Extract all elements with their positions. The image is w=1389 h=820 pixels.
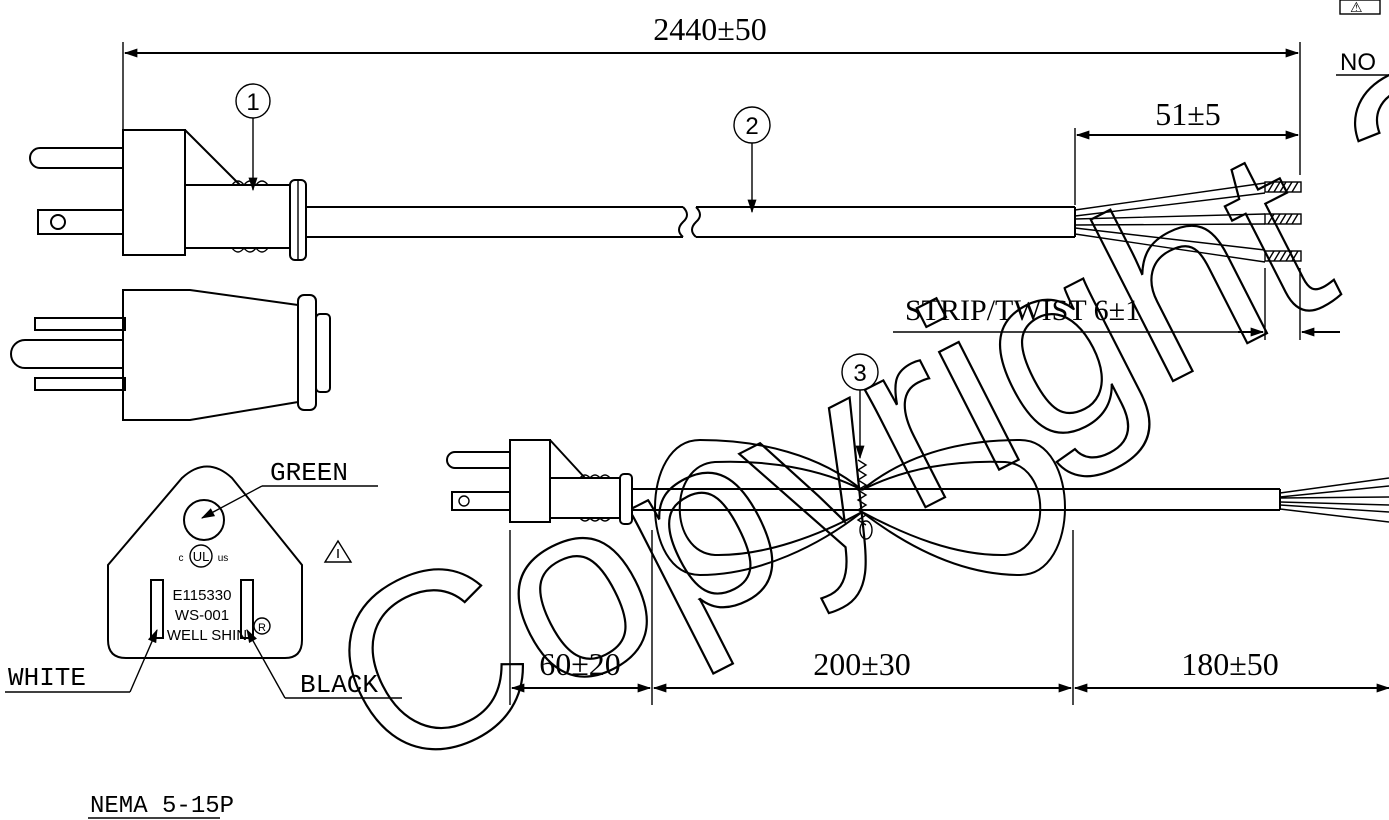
- watermark: Copyright 2014 - Quail E: [286, 0, 1389, 820]
- stripped-conductors: [1264, 181, 1302, 262]
- coil-dimensions: 60±20 200±30 180±50: [509, 530, 1389, 705]
- strip-twist-label: STRIP/TWIST 6±1: [905, 294, 1140, 327]
- ul-mark: UL c us: [179, 544, 229, 568]
- plug-side-view: 1: [29, 83, 307, 261]
- white-label: WHITE: [8, 663, 86, 693]
- tail-length-label: 180±50: [1181, 646, 1279, 682]
- watermark-text: Copyright 2014 - Quail E: [287, 0, 1389, 820]
- svg-text:R: R: [258, 622, 266, 634]
- file-number: E115330: [173, 587, 232, 604]
- ul-text: UL: [193, 549, 210, 564]
- registered-mark: [253, 617, 271, 635]
- black-label: BLACK: [300, 670, 378, 700]
- svg-text:us: us: [218, 553, 229, 564]
- plug-top-view: [10, 289, 331, 421]
- ground-pin-hole: [183, 499, 225, 541]
- svg-text:c: c: [179, 553, 184, 564]
- note-box: [1339, 0, 1381, 15]
- cut-off-notes: ⚠ NO: [1336, 0, 1389, 76]
- overall-length-label: 2440±50: [653, 11, 767, 47]
- neutral-blade: [150, 579, 164, 639]
- model-number: WS-001: [175, 607, 229, 624]
- warning-icon: ⚠: [1350, 0, 1363, 15]
- cord-side-view: 2 51±5 STRIP/TWIST 6±1: [306, 96, 1340, 340]
- overall-length-dimension: 2440±50: [122, 11, 1301, 185]
- balloon-1-label: 1: [246, 89, 259, 116]
- balloon-2-label: 2: [745, 113, 758, 140]
- loop-length-label: 200±30: [813, 646, 911, 682]
- maker-name: WELL SHIN: [167, 627, 247, 644]
- green-label: GREEN: [270, 458, 348, 488]
- balloon-3-label: 3: [853, 360, 866, 387]
- coiled-view: 3: [446, 353, 1389, 577]
- note-text: NO: [1340, 49, 1376, 76]
- warning-triangle-icon: [323, 539, 353, 563]
- plug-offset-label: 60±20: [539, 646, 621, 682]
- plug-face-view: UL c us E115330 WS-001 WELL SHIN R GREEN…: [5, 458, 402, 700]
- standard-label: NEMA 5-15P: [90, 793, 234, 820]
- stripped-jacket-label: 51±5: [1155, 96, 1221, 132]
